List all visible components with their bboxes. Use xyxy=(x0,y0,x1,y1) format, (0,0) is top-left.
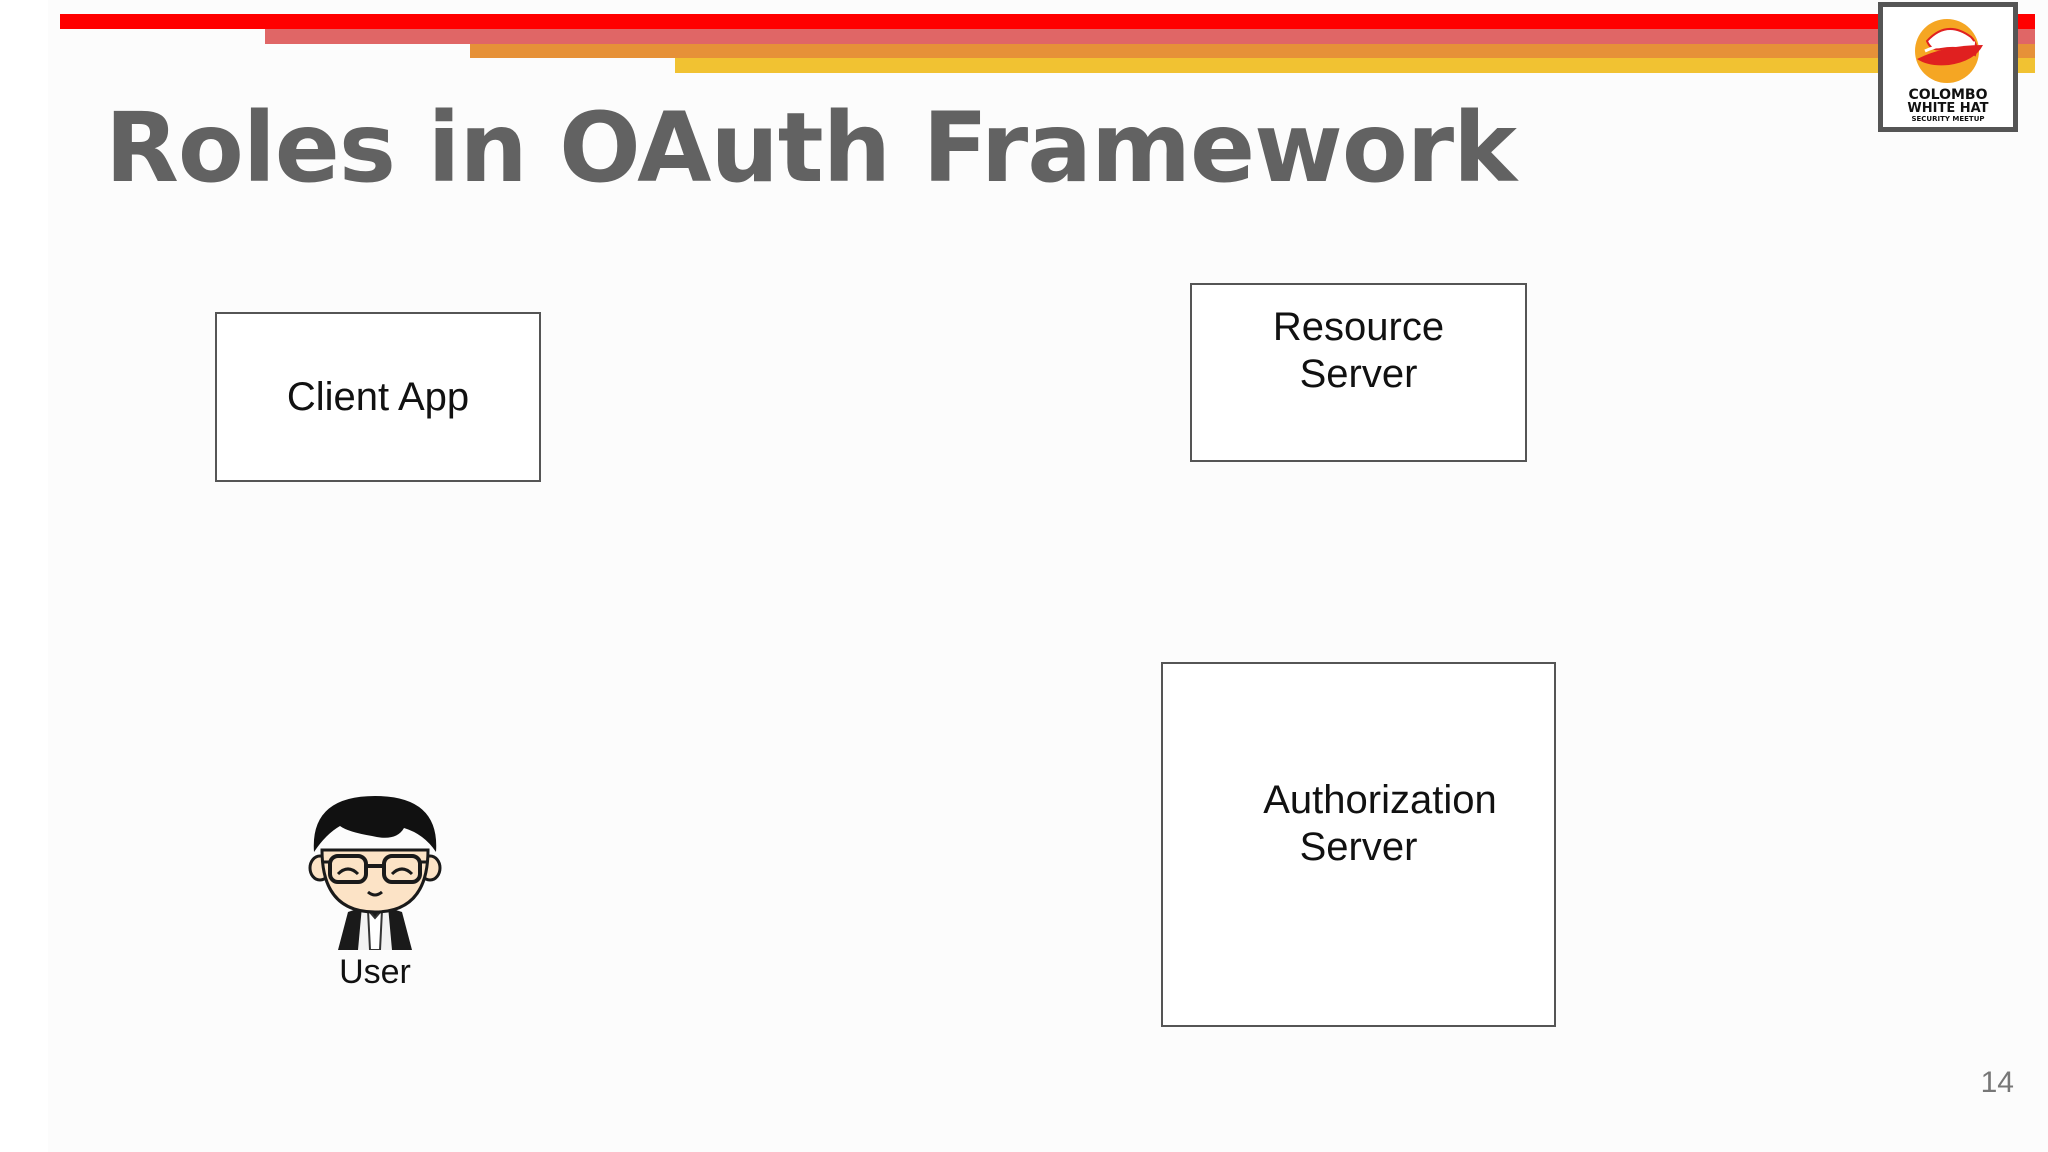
user-avatar-icon xyxy=(308,796,442,950)
resource-server-box xyxy=(1190,283,1527,462)
logo-text-line-2: WHITE HAT xyxy=(1907,101,1989,116)
header-bar-salmon xyxy=(265,29,2035,44)
page-number: 14 xyxy=(1980,1066,2014,1099)
client-app-box xyxy=(215,312,541,482)
colombo-white-hat-logo: COLOMBO WHITE HAT SECURITY MEETUP xyxy=(1878,2,2018,132)
header-bar-yellow xyxy=(675,58,2035,73)
logo-text-line-1: COLOMBO xyxy=(1908,87,1988,103)
authorization-server-label-line-2: Server xyxy=(1299,825,1418,869)
header-bar-orange xyxy=(470,44,2035,58)
resource-server-label-line-2: Server xyxy=(1299,352,1418,396)
user-label: User xyxy=(339,953,411,991)
slide-left-margin xyxy=(0,0,48,1152)
page-title: Roles in OAuth Framework xyxy=(105,92,1517,204)
authorization-server-label-line-1: Authorization xyxy=(1263,778,1497,822)
header-bar-red xyxy=(60,14,2035,29)
client-app-label: Client App xyxy=(286,375,470,419)
resource-server-label-line-1: Resource xyxy=(1272,305,1445,349)
logo-text-line-3: SECURITY MEETUP xyxy=(1911,115,1985,123)
authorization-server-box xyxy=(1161,662,1556,1027)
hat-icon xyxy=(1915,19,1983,83)
resource-server-label: Resource Server xyxy=(1190,304,1527,398)
